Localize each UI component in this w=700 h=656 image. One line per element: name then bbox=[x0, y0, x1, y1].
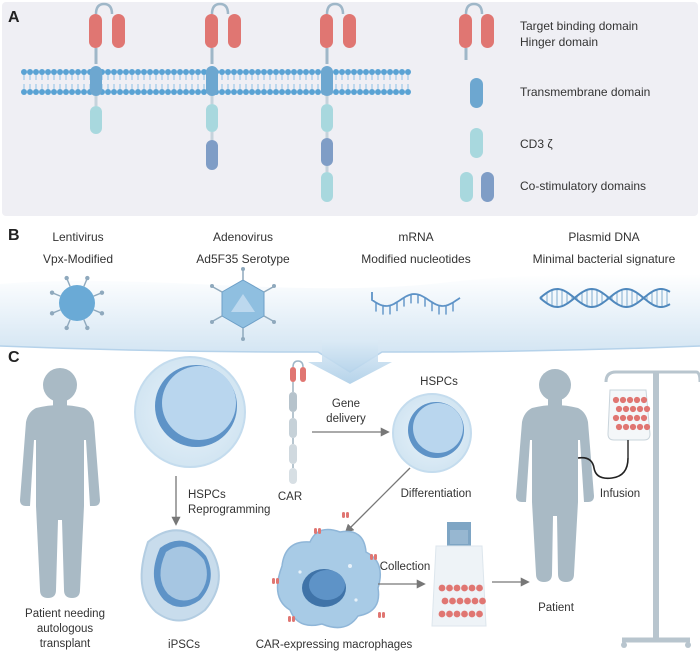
panel-b-letter: B bbox=[8, 227, 20, 244]
panel-c-letter: C bbox=[8, 349, 20, 366]
mrna-icon bbox=[371, 292, 461, 315]
cd3z-domain bbox=[206, 104, 218, 132]
vector-sub-mrna: Modified nucleotides bbox=[361, 252, 470, 266]
costimulatory-domain bbox=[321, 138, 333, 166]
legend-target-binding-label: Target binding domain bbox=[520, 19, 638, 33]
iv-line bbox=[577, 456, 629, 480]
car-construct-icon bbox=[289, 360, 306, 484]
vector-name-mrna: mRNA bbox=[398, 230, 433, 244]
culture-flask-icon bbox=[431, 522, 487, 627]
legend-costim-label: Co-stimulatory domains bbox=[520, 179, 646, 193]
car-receptor-2 bbox=[205, 2, 241, 170]
vector-name-plasmid: Plasmid DNA bbox=[568, 230, 639, 244]
vector-sub-plasmid: Minimal bacterial signature bbox=[533, 252, 676, 266]
panel-a-letter: A bbox=[8, 9, 20, 26]
gene-delivery-label-line1: Gene bbox=[332, 398, 360, 410]
panel-b: B Lentivirus Vpx-Modified Adenovirus Ad5… bbox=[0, 227, 700, 384]
lentivirus-icon bbox=[49, 275, 105, 331]
adenovirus-icon bbox=[210, 267, 276, 341]
patient-left-label-line3: transplant bbox=[40, 638, 91, 650]
legend-target-binding-icon bbox=[459, 14, 472, 48]
car-macrophages-label: CAR-expressing macrophages bbox=[256, 639, 413, 651]
reprogramming-label-line1: HSPCs bbox=[188, 489, 226, 501]
hinge-domain bbox=[94, 2, 114, 15]
panel-c: C Patient needing autologous transplant bbox=[8, 349, 700, 651]
legend-cd3z-label: CD3 ζ bbox=[520, 137, 553, 151]
hspc-cell-transduced bbox=[392, 393, 472, 473]
ipsc-cell bbox=[140, 529, 220, 622]
panel-a: A bbox=[2, 2, 698, 216]
iv-stand-icon bbox=[577, 370, 700, 648]
legend-transmembrane-label: Transmembrane domain bbox=[520, 85, 650, 99]
patient-left-label-line1: Patient needing bbox=[25, 608, 105, 620]
reprogramming-label-line2: Reprogramming bbox=[188, 504, 270, 516]
vector-name-lentivirus: Lentivirus bbox=[52, 230, 103, 244]
hspc-cell-large bbox=[134, 356, 246, 468]
transmembrane-domain bbox=[321, 66, 333, 96]
surface-car-icon bbox=[272, 512, 385, 622]
costimulatory-domain bbox=[206, 140, 218, 170]
transmembrane-domain bbox=[206, 66, 218, 96]
collection-label: Collection bbox=[380, 561, 431, 573]
legend-costim-icon bbox=[460, 172, 473, 202]
car-macrophage-cell bbox=[272, 512, 385, 629]
panel-a-background bbox=[2, 2, 698, 216]
ipscs-label: iPSCs bbox=[168, 639, 200, 651]
patient-silhouette-right bbox=[516, 369, 594, 582]
hspcs-label: HSPCs bbox=[420, 376, 458, 388]
gene-delivery-label-line2: delivery bbox=[326, 413, 366, 425]
legend-cd3z-icon bbox=[470, 128, 483, 158]
car-label: CAR bbox=[278, 491, 302, 503]
target-binding-domain bbox=[320, 14, 333, 48]
infusion-label: Infusion bbox=[600, 488, 640, 500]
plasmid-dna-icon bbox=[539, 287, 671, 309]
delivery-funnel-arrow bbox=[308, 340, 392, 384]
target-binding-domain bbox=[112, 14, 125, 48]
patient-right-label: Patient bbox=[538, 602, 575, 614]
costimulatory-domain bbox=[321, 172, 333, 202]
vector-sub-lentivirus: Vpx-Modified bbox=[43, 252, 113, 266]
target-binding-domain bbox=[205, 14, 218, 48]
panel-a-legend: Target binding domain Hinger domain Tran… bbox=[459, 2, 650, 202]
vector-sub-adenovirus: Ad5F35 Serotype bbox=[196, 252, 290, 266]
differentiation-label: Differentiation bbox=[401, 488, 472, 500]
car-receptor-1 bbox=[89, 2, 125, 134]
vector-band bbox=[0, 274, 700, 372]
transmembrane-domain bbox=[90, 66, 102, 96]
cd3z-domain bbox=[321, 104, 333, 132]
patient-silhouette-left bbox=[20, 368, 100, 598]
legend-costim-icon bbox=[481, 172, 494, 202]
vector-name-adenovirus: Adenovirus bbox=[213, 230, 273, 244]
differentiation-arrow bbox=[344, 467, 411, 534]
target-binding-domain bbox=[343, 14, 356, 48]
car-receptor-3 bbox=[320, 2, 356, 202]
patient-left-label-line2: autologous bbox=[37, 623, 94, 635]
legend-hinge-label: Hinger domain bbox=[520, 35, 598, 49]
target-binding-domain bbox=[89, 14, 102, 48]
target-binding-domain bbox=[228, 14, 241, 48]
legend-transmembrane-icon bbox=[470, 78, 483, 108]
cd3z-domain bbox=[90, 106, 102, 134]
